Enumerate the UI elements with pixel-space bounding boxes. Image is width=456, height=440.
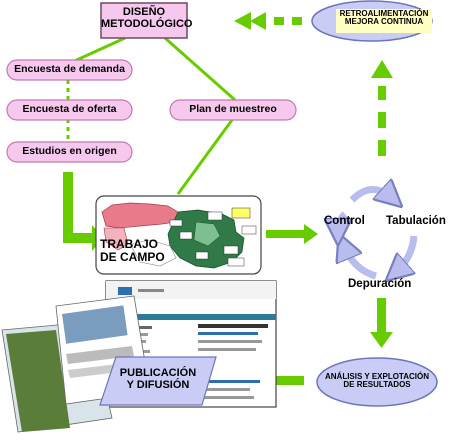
- arrow-to-trabajo: [63, 172, 104, 251]
- publicacion-box: [99, 356, 217, 406]
- dashed-arrow-up: [371, 60, 393, 156]
- analisis-label: ANÁLISIS Y EXPLOTACIÓN DE RESULTADOS: [324, 372, 429, 390]
- dashed-arrow-left: [234, 12, 302, 30]
- plan-muestreo-pill: [169, 99, 297, 121]
- encuesta-demanda-pill: [6, 59, 133, 81]
- encuesta-demanda-label: Encuesta de demanda: [14, 63, 125, 75]
- retro-label: RETROALIMENTACIÓN MEJORA CONTINUA: [339, 9, 429, 27]
- retro-label-bg: [336, 9, 432, 33]
- estudios-origen-pill: [6, 141, 133, 163]
- arrow-to-analisis: [370, 298, 393, 348]
- encuesta-oferta-label: Encuesta de oferta: [22, 103, 117, 115]
- encuesta-oferta-pill: [6, 99, 133, 121]
- diseno-label: DISEÑO METODOLÓGICO: [101, 6, 193, 30]
- analisis-ellipse: [316, 357, 438, 407]
- trabajo-campo-label: TRABAJO DE CAMPO: [100, 237, 165, 264]
- tabulacion-label: Tabulación: [386, 215, 446, 227]
- arrow-to-cycle: [266, 224, 318, 244]
- diseno-box: [100, 2, 188, 39]
- estudios-origen-label: Estudios en origen: [22, 145, 117, 157]
- publicacion-label: PUBLICACIÓN Y DIFUSIÓN: [119, 367, 197, 391]
- depuracion-label: Depuración: [348, 278, 412, 290]
- spain-map-icon: [101, 202, 257, 269]
- cycle-arrows: [338, 189, 418, 276]
- plan-muestreo-label: Plan de muestreo: [189, 103, 277, 115]
- control-label: Control: [324, 215, 365, 227]
